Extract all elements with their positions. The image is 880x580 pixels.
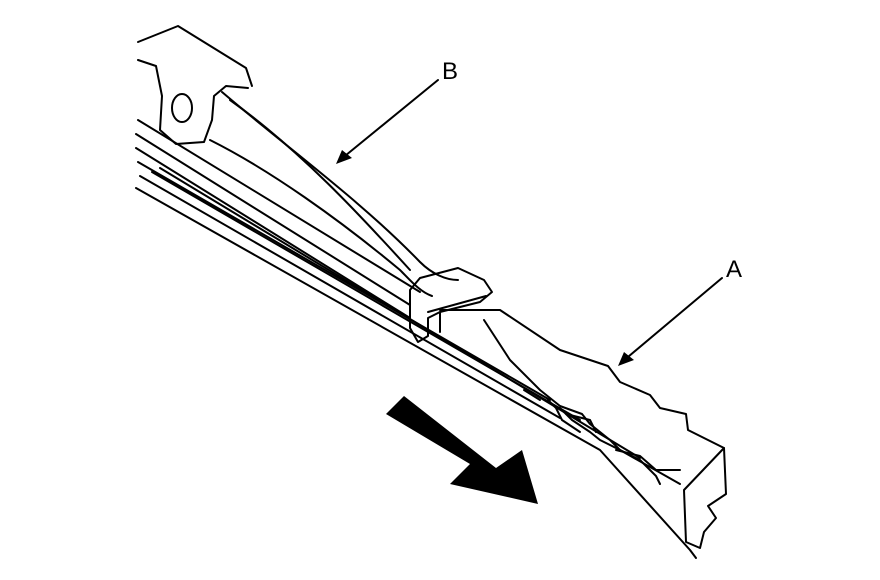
callout-label-b: B [442,58,459,85]
pivot-hole [171,93,193,123]
frame-clip [409,267,493,343]
insert-left-face [483,319,681,485]
frame-arm-lower-curve [209,139,433,297]
direction-arrow-icon [386,396,538,504]
rubber-insert [439,309,727,549]
callout-label-a: A [726,256,743,283]
leader-arrowhead-a [618,352,634,366]
blade-holder [135,119,697,559]
insert-groove [559,407,661,485]
frame-arm [137,25,459,297]
leader-arrowhead-b [336,150,352,164]
leader-line-a [621,277,723,363]
frame-arm-top-edge [137,25,253,87]
insert-top-edge [439,309,725,449]
frame-arm-inner-curve [229,99,411,271]
frame-arm-end-hook [137,59,249,145]
insert-front-face [683,447,727,549]
leader-line-b [339,79,439,161]
